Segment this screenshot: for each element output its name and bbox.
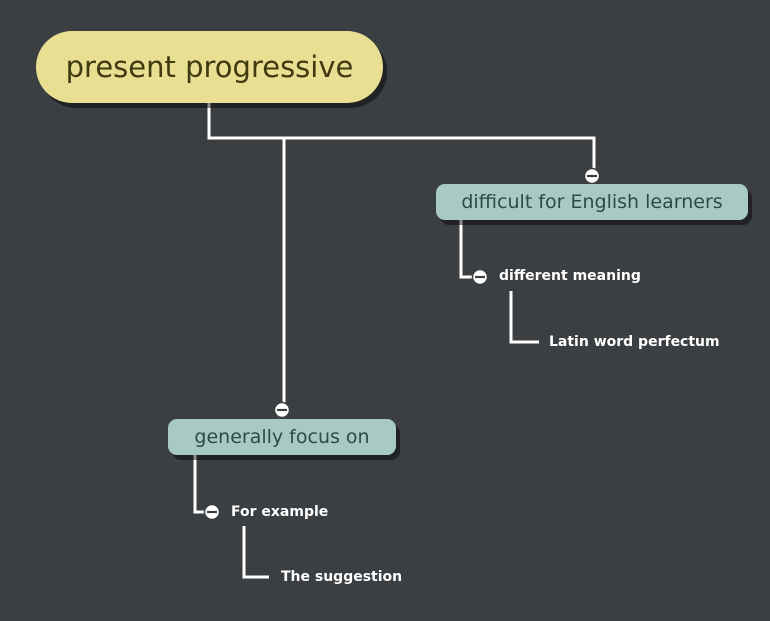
connector-to-different-meaning: [459, 220, 472, 279]
collapse-toggle-for-example[interactable]: [203, 503, 221, 521]
collapse-toggle-different-meaning[interactable]: [471, 268, 489, 286]
root-topic[interactable]: present progressive: [36, 31, 383, 103]
collapse-toggle-generally[interactable]: [273, 401, 291, 419]
connector-to-latin-word: [509, 291, 539, 344]
collapse-toggle-difficult[interactable]: [583, 167, 601, 185]
connector-root-to-topics: [207, 101, 596, 172]
topic-generally-focus-on[interactable]: generally focus on: [168, 419, 396, 455]
topic-difficult-for-english-learners[interactable]: difficult for English learners: [436, 184, 748, 220]
subtopic-latin-word-perfectum[interactable]: Latin word perfectum: [549, 334, 720, 350]
subtopic-different-meaning[interactable]: different meaning: [499, 268, 641, 284]
connector-to-the-suggestion: [242, 526, 269, 579]
subtopic-for-example[interactable]: For example: [231, 504, 329, 520]
connectors: [193, 101, 596, 579]
connector-to-for-example: [193, 455, 204, 514]
subtopic-the-suggestion[interactable]: The suggestion: [281, 569, 403, 585]
